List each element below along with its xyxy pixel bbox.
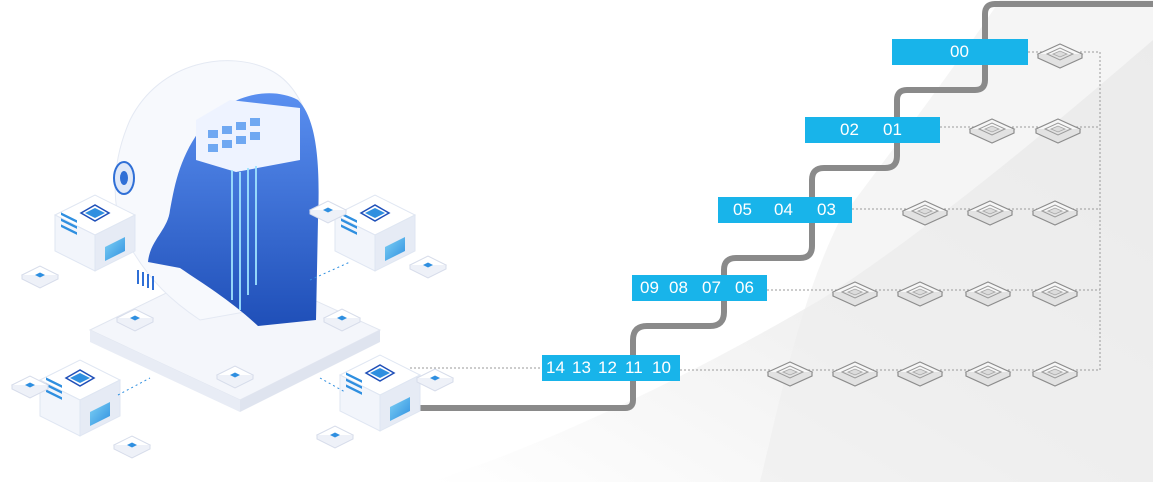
chip-icon: [316, 425, 354, 449]
address-number: 00: [950, 42, 969, 61]
address-number: 14: [546, 358, 565, 377]
address-number: 02: [840, 120, 859, 139]
background-panel-upper: [760, 0, 1153, 482]
address-label-row-4: 09 08 07 06: [632, 275, 767, 301]
address-number: 12: [598, 358, 617, 377]
chip-icon: [113, 435, 151, 459]
address-label-row-5: 14 13 12 11 10: [542, 355, 680, 381]
address-number: 13: [572, 358, 591, 377]
ai-head-icon: [88, 60, 382, 412]
address-number: 06: [735, 278, 754, 297]
address-label-row-2: 02 01: [805, 117, 940, 143]
edge-server-icon: [334, 194, 416, 272]
chip-icon: [21, 265, 59, 289]
address-number: 09: [640, 278, 659, 297]
address-number: 03: [817, 200, 836, 219]
address-number: 11: [625, 358, 643, 377]
address-number: 05: [733, 200, 752, 219]
address-number: 10: [652, 358, 671, 377]
address-number: 08: [669, 278, 688, 297]
network-links: [117, 261, 351, 396]
chip-icon: [409, 255, 447, 279]
edge-server-icon: [339, 354, 421, 432]
address-number: 01: [883, 120, 902, 139]
address-label-row-1: 00: [892, 39, 1028, 65]
address-number: 07: [702, 278, 721, 297]
chip-icon: [416, 368, 454, 392]
address-number: 04: [774, 200, 793, 219]
edge-server-icon: [39, 359, 121, 437]
address-label-row-3: 05 04 03: [718, 197, 852, 223]
